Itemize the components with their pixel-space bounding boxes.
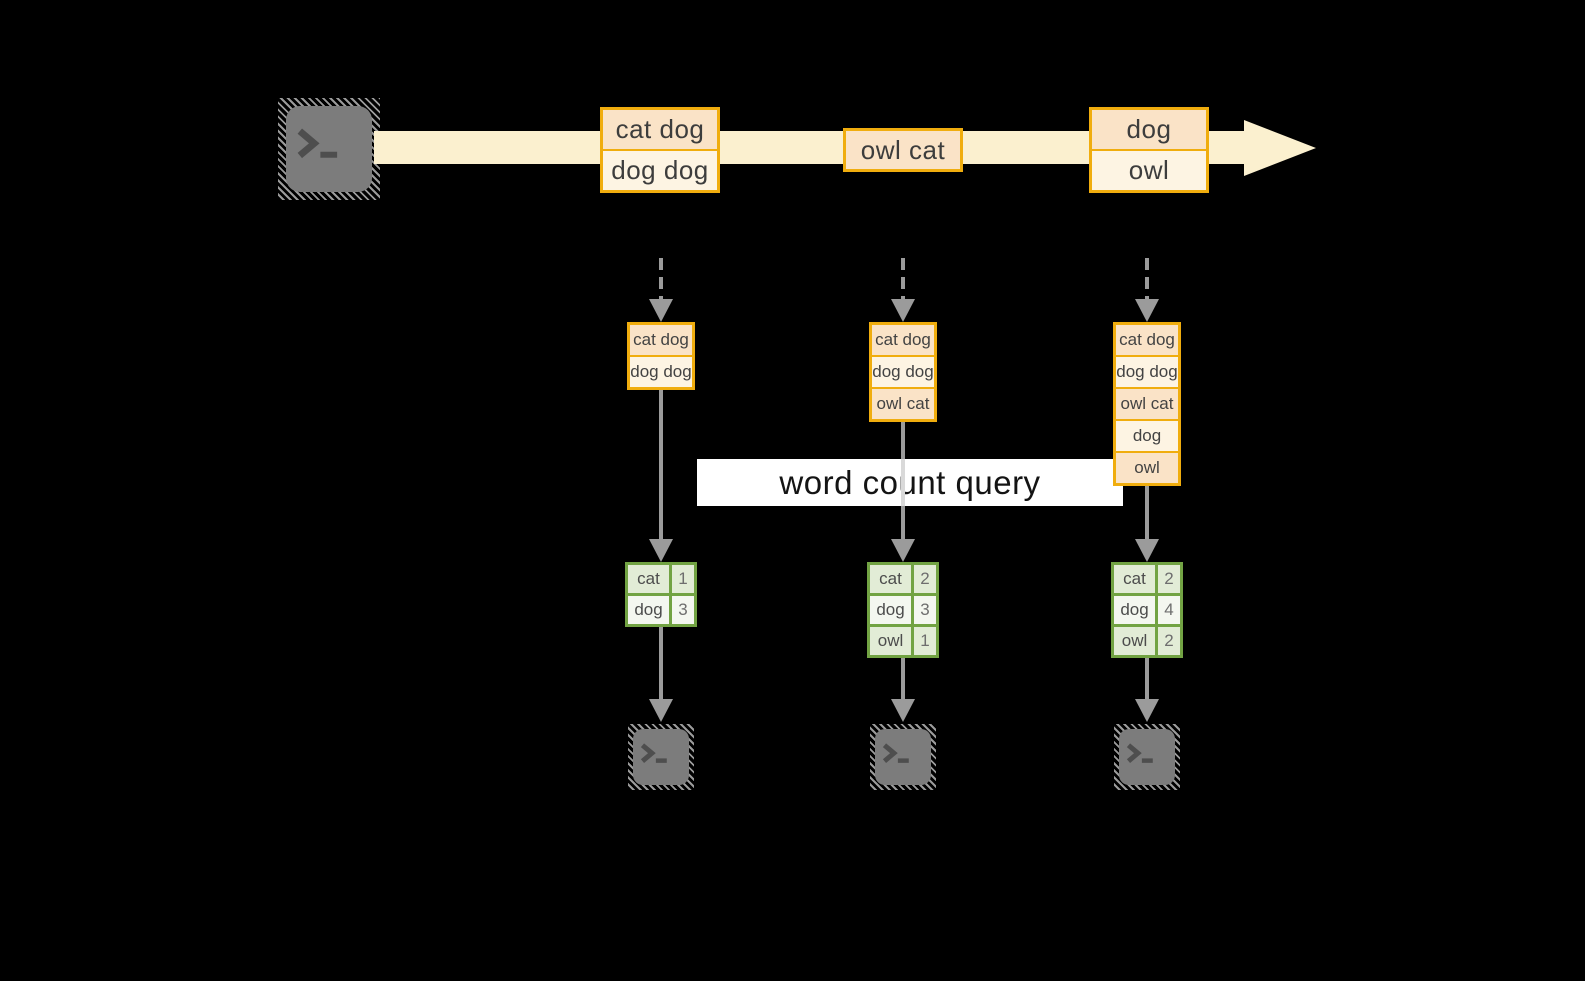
count-value: 3 (914, 596, 936, 624)
input-row: cat dog (1116, 325, 1178, 355)
terminal-body (875, 729, 931, 785)
sink-arrow-line-1 (659, 627, 663, 700)
count-value: 1 (672, 565, 694, 593)
query-label: word count query (779, 463, 1041, 501)
terminal-body (286, 106, 372, 192)
sink-arrow-line-2 (901, 658, 905, 700)
query-arrow-head-2 (891, 539, 915, 562)
input-row: dog (1116, 421, 1178, 451)
count-value: 2 (1158, 627, 1180, 655)
count-row: dog 4 (1114, 596, 1180, 624)
stream-record-batch-2: owl cat (843, 128, 963, 172)
count-row: cat 1 (628, 565, 694, 593)
count-row: dog 3 (628, 596, 694, 624)
dashed-arrow-line-3 (1145, 258, 1149, 300)
count-value: 3 (672, 596, 694, 624)
stream-record-line: dog (1092, 110, 1206, 149)
dashed-arrow-head-3 (1135, 299, 1159, 322)
count-table-1: cat 1 dog 3 (625, 562, 697, 627)
input-row: owl (1116, 453, 1178, 483)
sink-terminal-icon-2 (870, 724, 936, 790)
count-value: 1 (914, 627, 936, 655)
count-value: 2 (1158, 565, 1180, 593)
count-word: cat (628, 565, 669, 593)
count-word: dog (1114, 596, 1155, 624)
dashed-arrow-head-2 (891, 299, 915, 322)
terminal-body (1119, 729, 1175, 785)
sink-terminal-icon-1 (628, 724, 694, 790)
input-stack-2: cat dog dog dog owl cat (869, 322, 937, 422)
count-word: owl (1114, 627, 1155, 655)
sink-terminal-icon-3 (1114, 724, 1180, 790)
query-arrow-line-2-overlay (901, 459, 905, 506)
count-word: owl (870, 627, 911, 655)
sink-arrow-head-1 (649, 699, 673, 722)
count-row: owl 2 (1114, 627, 1180, 655)
terminal-body (633, 729, 689, 785)
input-row: owl cat (872, 389, 934, 419)
stream-record-batch-1: cat dog dog dog (600, 107, 720, 193)
stream-record-batch-3: dog owl (1089, 107, 1209, 193)
count-table-2: cat 2 dog 3 owl 1 (867, 562, 939, 658)
count-table-3: cat 2 dog 4 owl 2 (1111, 562, 1183, 658)
count-value: 4 (1158, 596, 1180, 624)
count-word: dog (870, 596, 911, 624)
count-row: dog 3 (870, 596, 936, 624)
input-row: dog dog (872, 357, 934, 387)
dashed-arrow-line-2 (901, 258, 905, 300)
stream-record-line: dog dog (603, 151, 717, 190)
sink-arrow-head-2 (891, 699, 915, 722)
dashed-arrow-line-1 (659, 258, 663, 300)
count-word: cat (870, 565, 911, 593)
dashed-arrow-head-1 (649, 299, 673, 322)
stream-record-line: owl cat (846, 131, 960, 169)
input-row: dog dog (1116, 357, 1178, 387)
terminal-prompt-icon (1126, 743, 1153, 763)
terminal-prompt-icon (640, 743, 667, 763)
stream-record-line: owl (1092, 151, 1206, 190)
query-arrow-line-3 (1145, 478, 1149, 540)
count-word: cat (1114, 565, 1155, 593)
count-row: owl 1 (870, 627, 936, 655)
terminal-prompt-icon (297, 128, 338, 158)
input-stack-3: cat dog dog dog owl cat dog owl (1113, 322, 1181, 486)
query-arrow-line-1 (659, 388, 663, 540)
input-row: owl cat (1116, 389, 1178, 419)
source-terminal-icon (278, 98, 380, 200)
input-row: dog dog (630, 357, 692, 387)
stream-timeline-arrowhead (1244, 120, 1316, 176)
sink-arrow-head-3 (1135, 699, 1159, 722)
count-row: cat 2 (870, 565, 936, 593)
terminal-prompt-icon (882, 743, 909, 763)
input-stack-1: cat dog dog dog (627, 322, 695, 390)
count-value: 2 (914, 565, 936, 593)
query-arrow-head-3 (1135, 539, 1159, 562)
count-word: dog (628, 596, 669, 624)
sink-arrow-line-3 (1145, 658, 1149, 700)
query-arrow-head-1 (649, 539, 673, 562)
query-label-box: word count query (697, 459, 1123, 506)
count-row: cat 2 (1114, 565, 1180, 593)
input-row: cat dog (630, 325, 692, 355)
input-row: cat dog (872, 325, 934, 355)
stream-record-line: cat dog (603, 110, 717, 149)
